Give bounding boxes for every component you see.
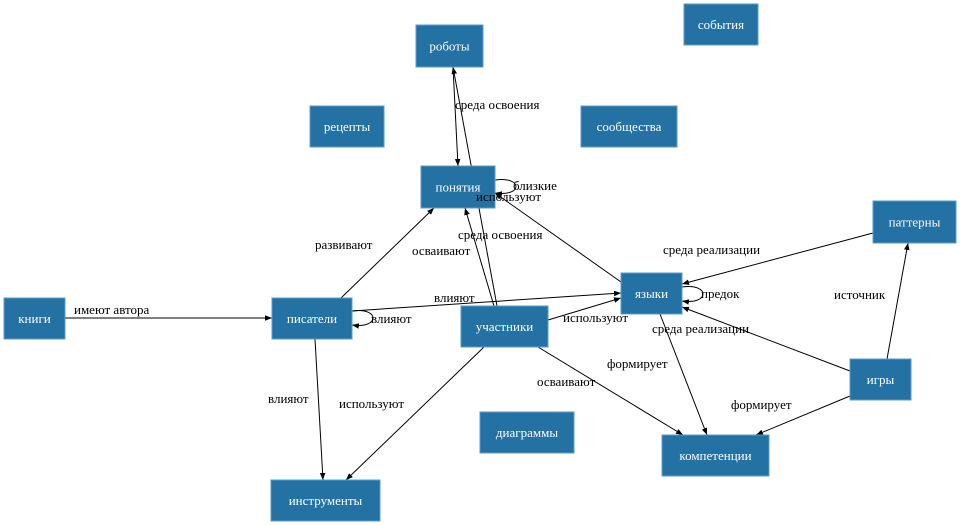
edge-line: [452, 66, 461, 167]
node-box[interactable]: [3, 297, 66, 340]
edge-label: среда реализации: [652, 321, 749, 336]
edge-yazyki-yazyki: [681, 286, 704, 305]
edge-line: [340, 207, 435, 299]
self-loop: [351, 310, 374, 329]
edge-pisateli-yazyki: [351, 290, 622, 312]
edge-line: [351, 290, 622, 312]
node-label: роботы: [429, 39, 470, 54]
edge-line: [755, 395, 851, 436]
node-label: паттерны: [889, 215, 941, 230]
edge-label: среда реализации: [663, 242, 760, 257]
edge-label: формирует: [731, 397, 792, 412]
node-box[interactable]: [420, 165, 496, 209]
node-label: рецепты: [324, 119, 371, 134]
edge-label: осваивают: [537, 374, 596, 389]
node-roboty[interactable]: роботы: [415, 24, 484, 68]
node-recepty[interactable]: рецепты: [309, 105, 385, 148]
node-ponyatiya[interactable]: понятия: [420, 165, 496, 209]
edge-line: [886, 242, 910, 360]
node-label: участники: [476, 319, 533, 334]
edge-label: близкие: [513, 178, 557, 193]
node-label: понятия: [435, 180, 480, 195]
node-label: диаграммы: [496, 425, 558, 440]
node-label: компетенции: [679, 448, 751, 463]
node-box[interactable]: [683, 3, 759, 46]
edge-line: [537, 346, 684, 436]
node-knigi[interactable]: книги: [3, 297, 66, 340]
node-box[interactable]: [460, 305, 549, 348]
edge-label: используют: [339, 396, 404, 411]
node-label: сообщества: [597, 119, 662, 134]
node-soobshchestva[interactable]: сообщества: [580, 105, 678, 148]
node-igry[interactable]: игры: [849, 358, 912, 401]
edge-patterny-yazyki: [681, 232, 874, 285]
node-diagrammy[interactable]: диаграммы: [479, 411, 575, 454]
edge-uchastniki-yazyki: [547, 297, 622, 321]
node-box[interactable]: [849, 358, 912, 401]
edge-line: [345, 346, 485, 481]
edge-label: используют: [476, 189, 541, 204]
node-label: игры: [867, 372, 895, 387]
edge-label: формирует: [607, 356, 668, 371]
edge-line: [681, 232, 874, 285]
edge-uchastniki-ponyatiya: [464, 207, 495, 307]
edge-line: [659, 313, 708, 436]
node-box[interactable]: [415, 24, 484, 68]
edge-uchastniki-instrumenty: [345, 346, 485, 481]
edge-label: источник: [834, 287, 886, 302]
edge-line: [681, 306, 851, 372]
edge-label: среда освоения: [455, 97, 539, 112]
edge-pisateli-ponyatiya: [340, 207, 435, 299]
node-instrumenty[interactable]: инструменты: [270, 479, 381, 522]
edge-line: [494, 192, 622, 283]
node-label: события: [698, 17, 744, 32]
node-label: языки: [635, 286, 668, 301]
self-loop: [681, 286, 704, 305]
edge-label: имеют автора: [74, 302, 150, 317]
edge-igry-patterny: [886, 242, 910, 360]
edge-igry-kompetencii: [755, 395, 851, 436]
edge-line: [464, 207, 495, 307]
edge-label: осваивают: [412, 243, 471, 258]
edge-line: [547, 297, 622, 321]
node-box[interactable]: [479, 411, 575, 454]
edge-yazyki-kompetencii: [659, 313, 708, 436]
edge-igry-yazyki: [681, 306, 851, 372]
edge-roboty-ponyatiya: [452, 66, 461, 167]
edge-label: используют: [563, 310, 628, 325]
edge-uchastniki-kompetencii: [537, 346, 684, 436]
node-box[interactable]: [661, 434, 770, 477]
node-uchastniki[interactable]: участники: [460, 305, 549, 348]
edge-label: предок: [701, 286, 740, 301]
edge-line: [314, 338, 326, 481]
edge-pisateli-instrumenty: [314, 338, 326, 481]
edge-yazyki-ponyatiya: [494, 192, 622, 283]
node-box[interactable]: [872, 200, 957, 244]
node-label: писатели: [287, 311, 337, 326]
node-kompetencii[interactable]: компетенции: [661, 434, 770, 477]
node-patterny[interactable]: паттерны: [872, 200, 957, 244]
edge-label: среда освоения: [458, 227, 542, 242]
edge-label: влияют: [268, 391, 309, 406]
edge-label: влияют: [371, 311, 412, 326]
node-box[interactable]: [270, 479, 381, 522]
node-label: книги: [18, 311, 51, 326]
node-yazyki[interactable]: языки: [620, 272, 683, 315]
edge-pisateli-pisateli: [351, 310, 374, 329]
edge-label: влияют: [434, 290, 475, 305]
node-sobytiya[interactable]: события: [683, 3, 759, 46]
node-box[interactable]: [271, 297, 353, 340]
node-box[interactable]: [620, 272, 683, 315]
node-pisateli[interactable]: писатели: [271, 297, 353, 340]
node-box[interactable]: [580, 105, 678, 148]
node-box[interactable]: [309, 105, 385, 148]
edge-label: развивают: [315, 237, 373, 252]
node-label: инструменты: [289, 493, 363, 508]
